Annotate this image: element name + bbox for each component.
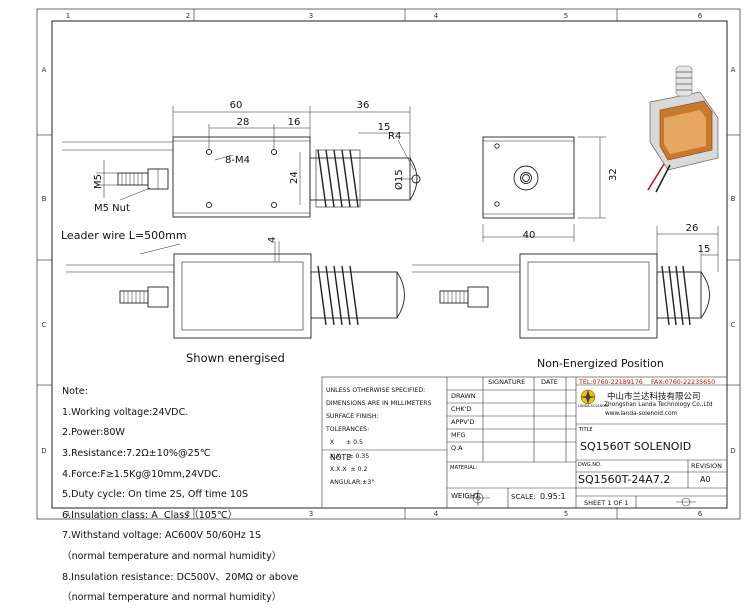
tol-line-7: X.X.X ± 0.2 [326, 465, 368, 473]
dim-15: 15 [378, 122, 391, 133]
scale-label: SCALE: [511, 493, 536, 501]
logo-text: LANDA SOLENOID [578, 404, 609, 408]
col-label-3b: 3 [309, 510, 313, 518]
dim-15b: 15 [698, 244, 711, 255]
note-line-10: （normal temperature and normal humidity） [62, 592, 282, 604]
note-line-5: 5.Duty cycle: On time 2S, Off time 10S [62, 489, 249, 501]
notes-title: Note: [62, 386, 88, 398]
note-line-4: 4.Force:F≥1.5Kg@10mm,24VDC. [62, 468, 221, 480]
col-label-4b: 4 [434, 510, 439, 518]
company-tel: TEL:0760-22189176 [579, 379, 643, 386]
row-mfg: MFG [451, 431, 466, 439]
outer-frame [36, 8, 741, 520]
note-line-2: 2.Power:80W [62, 427, 125, 439]
weight-label: WEIGHT: [451, 492, 481, 500]
col-label-2: 2 [186, 12, 190, 20]
dim-r4: R4 [388, 131, 401, 142]
col-label-6b: 6 [698, 510, 703, 518]
row-label-d: D [41, 447, 46, 455]
dim-4: 4 [267, 237, 278, 243]
col-label-3: 3 [309, 12, 313, 20]
row-label-c: C [42, 321, 47, 329]
col-label-2b: 2 [186, 510, 190, 518]
note-line-8: （normal temperature and normal humidity） [62, 551, 282, 563]
col-label-4: 4 [434, 12, 439, 20]
tol-line-3: SURFACE FINISH: [326, 412, 379, 420]
row-appvd: APPV'D [451, 418, 475, 426]
company-fax: FAX:0760-22235650 [651, 379, 716, 386]
dim-24: 24 [289, 171, 300, 184]
company-logo [580, 389, 596, 405]
end-view [482, 136, 606, 242]
company-name-cn: 中山市兰达科技有限公司 [607, 392, 701, 402]
scale-value: 0.95:1 [540, 492, 566, 501]
revision-value: A0 [700, 475, 711, 484]
row-label-a-r: A [731, 66, 736, 74]
col-label-6: 6 [698, 12, 703, 20]
sheet-number: SHEET 1 OF 1 [584, 499, 629, 507]
title-block-grid [321, 376, 728, 509]
dim-40: 40 [523, 230, 536, 241]
header-date: DATE [541, 378, 558, 386]
note-label: NOTE [330, 453, 351, 462]
dim-m5-nut: M5 Nut [94, 203, 130, 214]
row-label-b: B [42, 195, 47, 203]
material-label: MATERIAL: [450, 465, 478, 471]
tol-line-8: ANGULAR:±3° [326, 478, 375, 486]
note-line-1: 1.Working voltage:24VDC. [62, 406, 189, 418]
row-qa: Q.A [451, 444, 463, 452]
non-energized-label: Non-Energized Position [537, 357, 664, 370]
dim-dia15: Ø15 [393, 169, 405, 190]
dim-60: 60 [230, 100, 243, 111]
tol-line-2: DIMENSIONS ARE IN MILLIMETERS [326, 399, 432, 407]
row-label-d-r: D [730, 447, 735, 455]
non-energized-view [412, 226, 719, 339]
company-name-en: Zhongshan Landa Technology Co.,Ltd [604, 402, 713, 408]
tol-line-5: X ± 0.5 [326, 439, 363, 447]
dim-28: 28 [237, 117, 250, 128]
company-website[interactable]: www.landa-solenoid.com [605, 411, 678, 417]
dim-holes: 8-M4 [225, 155, 250, 166]
solenoid-3d-render [647, 65, 719, 193]
dwg-no: SQ1560T-24A7.2 [578, 473, 671, 486]
shown-energised-label: Shown energised [186, 351, 285, 365]
projection-symbol [466, 490, 696, 507]
dim-m5: M5 [93, 174, 104, 189]
front-view [62, 106, 421, 218]
revision-label: REVISION [691, 462, 723, 470]
title-label: TITLE [579, 427, 593, 433]
tol-line-6: X.X ± 0.35 [326, 452, 370, 460]
col-label-5b: 5 [564, 510, 568, 518]
energised-view [66, 241, 405, 339]
dim-36: 36 [357, 100, 370, 111]
col-label-5: 5 [564, 12, 568, 20]
leader-wire-label: Leader wire L=500mm [61, 229, 187, 242]
note-line-6: 6.Insulation class: A Class（105℃） [62, 509, 238, 521]
drawing-title: SQ1560T SOLENOID [580, 440, 692, 453]
col-label-1: 1 [66, 12, 70, 20]
drawing-sheet: 1 2 3 4 5 6 1 2 3 4 5 6 A B C D A B C D [36, 8, 741, 520]
tol-line-1: UNLESS OTHERWISE SPECIFIED: [326, 386, 426, 394]
col-label-1b: 1 [66, 510, 70, 518]
row-chkd: CHK'D [451, 405, 472, 413]
note-line-7: 7.Withstand voltage: AC600V 50/60Hz 1S [62, 530, 262, 542]
dim-16: 16 [288, 117, 301, 128]
row-label-a: A [42, 66, 47, 74]
tol-line-4: TOLERANCES: [326, 426, 370, 434]
header-signature: SIGNATURE [488, 378, 526, 386]
row-label-c-r: C [731, 321, 736, 329]
tolerance-block: UNLESS OTHERWISE SPECIFIED: DIMENSIONS A… [326, 381, 432, 493]
dim-32: 32 [608, 168, 619, 181]
notes-block: Note: 1.Working voltage:24VDC. 2.Power:8… [62, 377, 324, 614]
row-drawn: DRAWN [451, 392, 476, 400]
note-line-9: 8.Insulation resistance: DC500V、20MΩ or … [62, 571, 299, 583]
dim-26: 26 [686, 223, 699, 234]
dwg-no-label: DWG.NO. [578, 462, 602, 468]
row-label-b-r: B [731, 195, 736, 203]
note-line-3: 3.Resistance:7.2Ω±10%@25℃ [62, 448, 211, 460]
